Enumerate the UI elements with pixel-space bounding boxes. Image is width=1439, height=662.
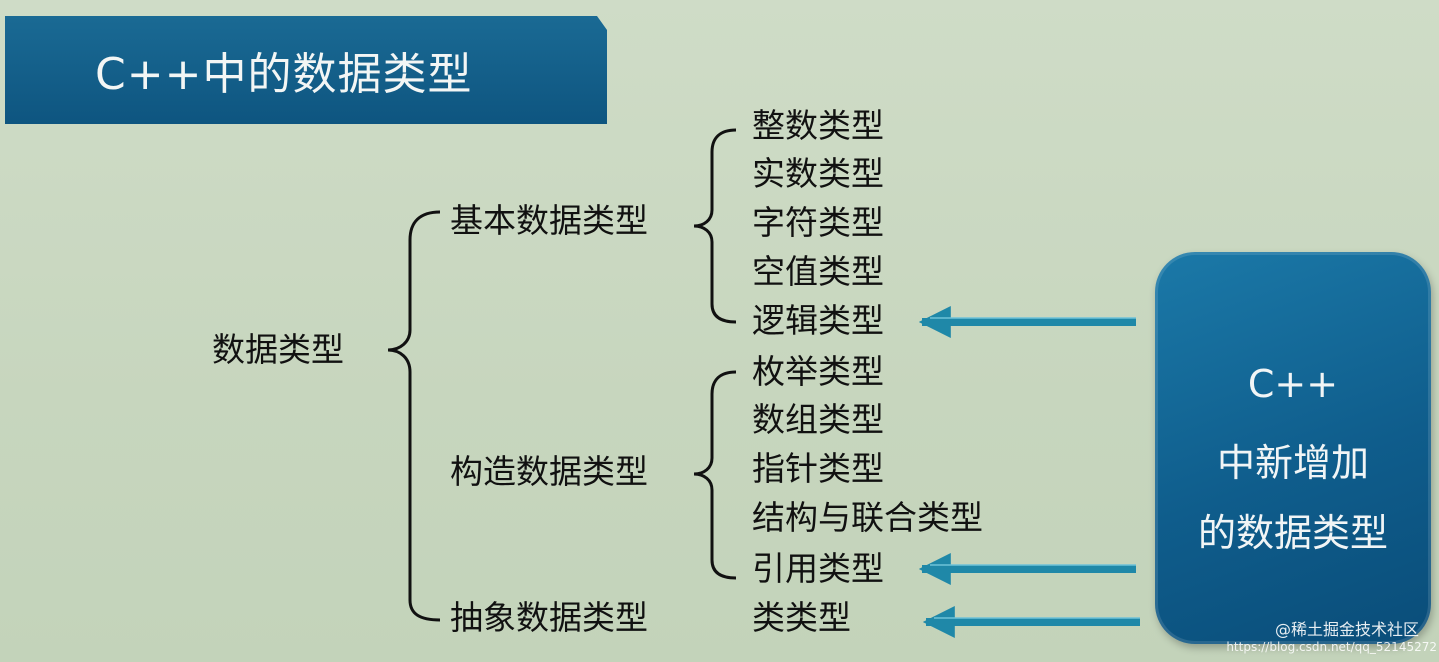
callout-line-3: 的数据类型	[1197, 511, 1388, 555]
leaf-bool: 逻辑类型	[752, 301, 884, 340]
leaf-real: 实数类型	[752, 154, 884, 193]
title-banner	[5, 16, 607, 124]
arrow-logic	[918, 306, 1136, 338]
basic-brace	[693, 128, 737, 324]
leaf-enum: 枚举类型	[752, 352, 884, 391]
leaf-void: 空值类型	[752, 252, 884, 291]
watermark: @稀土掘金技术社区	[1274, 620, 1419, 639]
root-label: 数据类型	[212, 330, 344, 369]
category-composite: 构造数据类型	[450, 452, 648, 491]
watermark-url: https://blog.csdn.net/qq_52145272	[1226, 640, 1437, 654]
slide-title: C++中的数据类型	[95, 49, 473, 100]
leaf-class: 类类型	[752, 598, 851, 637]
leaf-reference: 引用类型	[752, 549, 884, 588]
category-abstract: 抽象数据类型	[450, 598, 648, 637]
leaf-char: 字符类型	[752, 203, 884, 242]
root-brace	[387, 210, 441, 622]
callout-line-1: C++	[1247, 362, 1339, 406]
arrow-class	[922, 606, 1140, 638]
leaf-struct-union: 结构与联合类型	[752, 498, 983, 537]
leaf-pointer: 指针类型	[752, 449, 884, 488]
callout-line-2: 中新增加	[1216, 441, 1369, 485]
leaf-integer: 整数类型	[752, 106, 884, 145]
category-basic: 基本数据类型	[450, 201, 648, 240]
arrow-reference	[918, 553, 1136, 585]
composite-brace	[693, 370, 737, 580]
new-types-callout: C++ 中新增加 的数据类型	[1155, 252, 1431, 644]
leaf-array: 数组类型	[752, 400, 884, 439]
